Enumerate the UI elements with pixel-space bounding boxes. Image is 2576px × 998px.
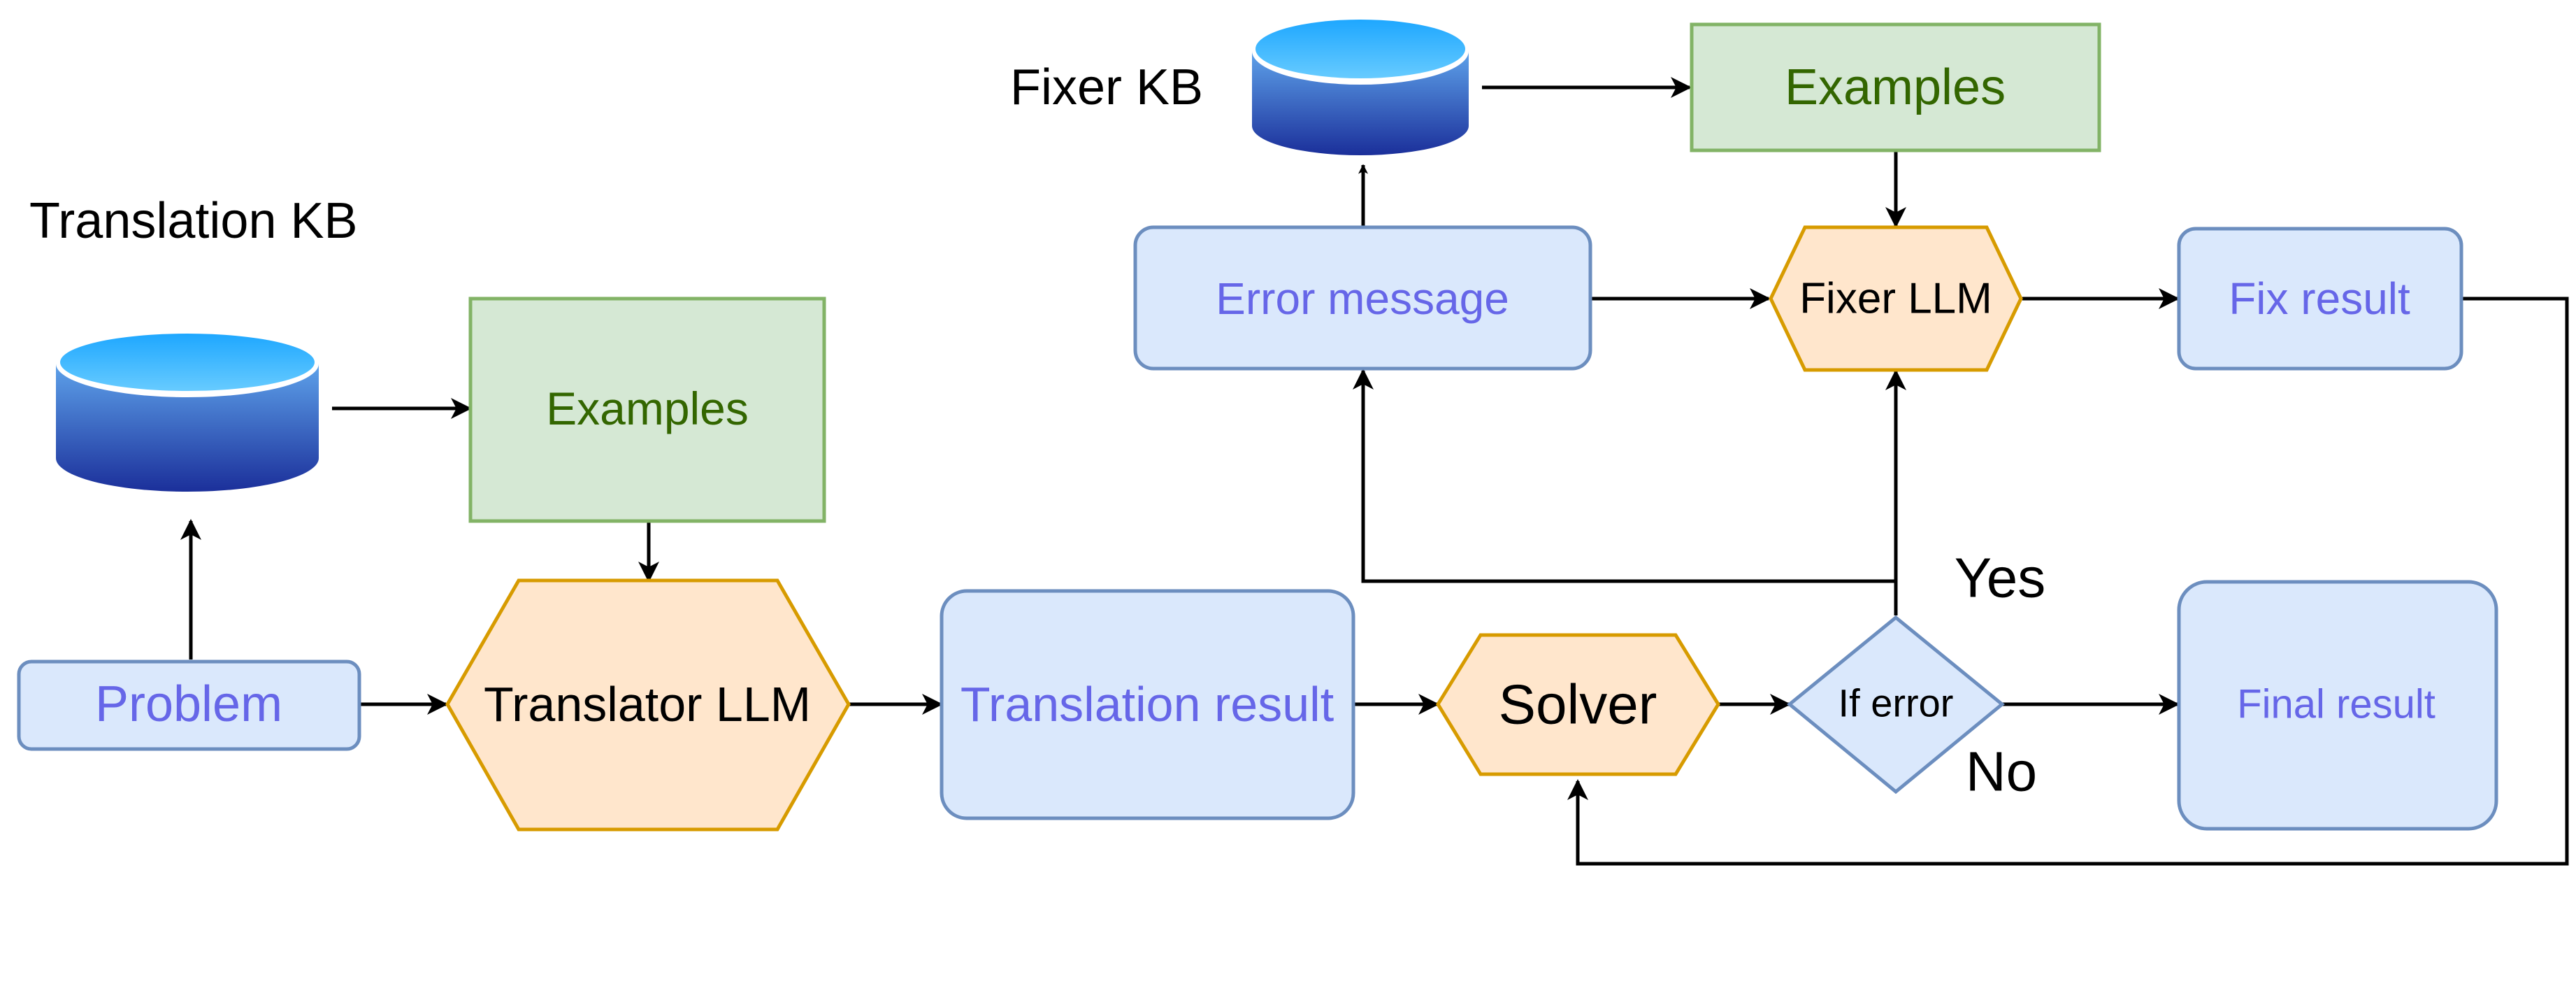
solver-hexagon — [1436, 633, 1720, 776]
if-error-label: If error — [1839, 681, 1954, 725]
fix-result-label: Fix result — [2229, 273, 2410, 324]
fixer-kb-database — [1252, 17, 1469, 155]
translation-result-box — [940, 589, 1355, 820]
final-result-box — [2177, 580, 2498, 831]
fixer-kb-label: Fixer KB — [1010, 59, 1203, 115]
problem-box — [17, 660, 361, 751]
yes-label: Yes — [1955, 547, 2046, 609]
solver-label: Solver — [1499, 673, 1657, 736]
error-message-box — [1133, 225, 1592, 371]
fix-result-box — [2177, 227, 2463, 371]
no-label: No — [1966, 741, 2037, 803]
translator-llm-label: Translator LLM — [484, 677, 811, 732]
final-result-label: Final result — [2237, 682, 2435, 727]
edges — [180, 77, 2569, 866]
edge-fix-result-to-solver — [1567, 297, 2569, 866]
fixer-llm-hexagon — [1769, 225, 2023, 372]
examples-top-label: Examples — [1785, 59, 2006, 115]
fixer-llm-label: Fixer LLM — [1799, 275, 1992, 323]
examples-left-label: Examples — [546, 383, 749, 434]
examples-left-box — [468, 297, 826, 523]
translation-kb-database — [56, 330, 319, 492]
translator-llm-hexagon — [445, 578, 851, 832]
edge-yes-to-error-message — [1353, 369, 1896, 583]
problem-label: Problem — [95, 676, 282, 732]
examples-top-box — [1690, 22, 2101, 152]
translation-result-label: Translation result — [960, 677, 1334, 732]
translation-kb-label: Translation KB — [29, 193, 358, 249]
error-message-label: Error message — [1216, 273, 1509, 324]
if-error-diamond — [1787, 615, 2005, 794]
